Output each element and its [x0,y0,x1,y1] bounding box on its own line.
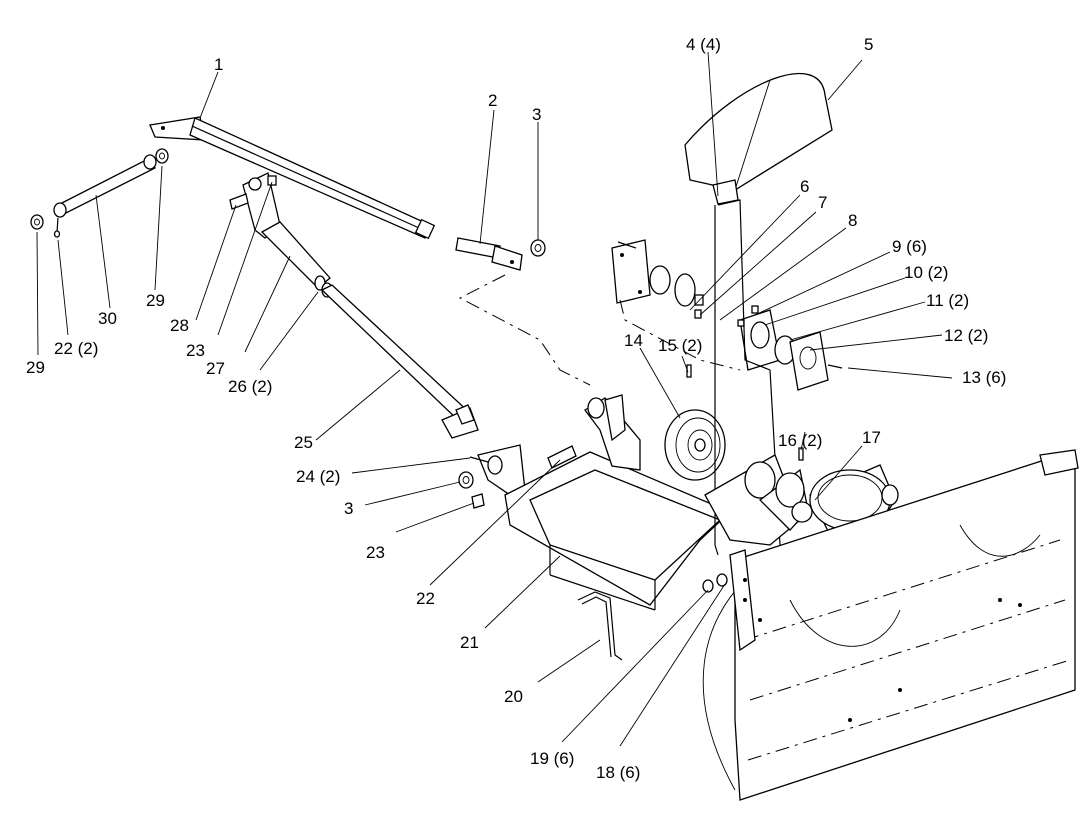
callout-25: 25 [294,433,313,452]
callout-28: 28 [170,316,189,335]
bolt-nut [702,573,728,593]
callout-26: 26 (2) [228,377,272,396]
pulley [664,364,726,481]
callout-20: 20 [504,687,523,706]
callout-30: 30 [98,309,117,328]
callout-19: 19 (6) [530,749,574,768]
callout-27: 27 [206,359,225,378]
chute-shield [684,72,833,556]
callout-3-low: 3 [344,499,353,518]
callout-13: 13 (6) [962,368,1006,387]
callout-29-right: 29 [146,291,165,310]
mount-frame [504,394,732,611]
pin-assembly [30,148,169,238]
callout-11: 11 (2) [926,291,969,310]
callout-labels: 1 2 3 4 (4) 5 6 7 8 9 (6) 10 (2) 11 (2) … [26,35,1006,782]
callout-10: 10 (2) [904,263,948,282]
callout-17: 17 [862,428,881,447]
callout-5: 5 [864,35,873,54]
callout-16: 16 (2) [778,431,822,450]
callout-23-low: 23 [366,543,385,562]
callout-9: 9 (6) [892,237,927,256]
callout-22-pin: 22 (2) [54,339,98,358]
callout-6: 6 [800,177,809,196]
callout-1: 1 [214,55,223,74]
callout-3-top: 3 [532,105,541,124]
lift-bar [149,116,436,240]
callout-7: 7 [818,193,827,212]
pivot-bracket [458,444,577,509]
washer-top [530,239,546,257]
callout-8: 8 [848,211,857,230]
callout-22: 22 [416,589,435,608]
assembly-guides [458,274,741,386]
callout-29-left: 29 [26,358,45,377]
callout-23-top: 23 [186,341,205,360]
callout-24: 24 (2) [296,467,340,486]
callout-14: 14 [624,331,643,350]
leader-lines [36,51,953,747]
clevis-rod [455,237,523,271]
callout-2: 2 [488,91,497,110]
callout-21: 21 [460,633,479,652]
plow-blade [702,449,1079,801]
lift-arm [320,284,479,439]
callout-12: 12 (2) [944,326,988,345]
callout-4: 4 (4) [686,35,721,54]
lever-bracket [229,172,333,298]
handle-rod [577,591,623,661]
callout-18: 18 (6) [596,763,640,782]
callout-15: 15 (2) [658,336,702,355]
